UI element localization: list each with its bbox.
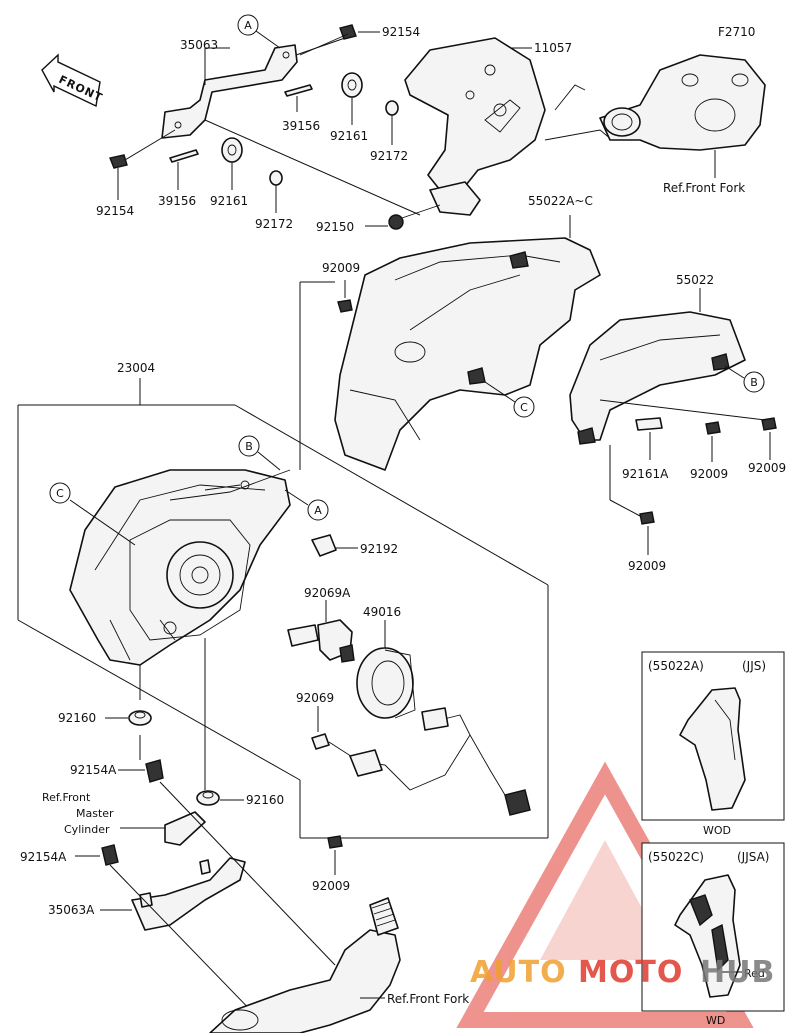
- label-35063: 35063: [180, 38, 218, 52]
- label-92009-right: 92009: [748, 461, 786, 475]
- callout-b-mid: B: [238, 435, 281, 471]
- ref-master-cyl-3: Cylinder: [64, 823, 110, 836]
- screw-92009-right[interactable]: [761, 417, 777, 431]
- inset-a-color: WOD: [703, 824, 731, 837]
- bolt-92154-left[interactable]: [109, 129, 176, 169]
- label-92160-left: 92160: [58, 711, 96, 725]
- upper-cowl-55022a-c[interactable]: [334, 237, 601, 471]
- watermark-hub: HUB: [700, 955, 775, 990]
- label-92009-mid: 92009: [690, 467, 728, 481]
- front-arrow-icon: FRONT: [41, 53, 105, 108]
- master-cylinder-ref: [164, 811, 206, 846]
- label-92160-right: 92160: [246, 793, 284, 807]
- label-92069: 92069: [296, 691, 334, 705]
- label-39156-lower: 39156: [158, 194, 196, 208]
- callout-a-top: A: [237, 14, 281, 49]
- inset-c-color: WD: [706, 1014, 725, 1027]
- inset-c-market: (JJSA): [737, 850, 770, 864]
- bracket-11057[interactable]: [404, 37, 613, 216]
- ref-master-cyl-2: Master: [76, 807, 114, 820]
- grommet-92161-upper[interactable]: [341, 72, 363, 98]
- front-fork-bottom: [209, 897, 401, 1033]
- label-55022a-c: 55022A~C: [528, 194, 593, 208]
- front-fork-top-clamp: [599, 54, 766, 151]
- label-92150: 92150: [316, 220, 354, 234]
- clip-92192[interactable]: [311, 534, 337, 557]
- svg-text:C: C: [520, 401, 528, 414]
- collar-92172-lower[interactable]: [269, 170, 283, 186]
- collar-92172-upper[interactable]: [385, 100, 399, 116]
- label-92154-left: 92154: [96, 204, 134, 218]
- clip-92161a[interactable]: [635, 417, 663, 431]
- label-11057: 11057: [534, 41, 572, 55]
- label-92009-bottom: 92009: [312, 879, 350, 893]
- label-92161-upper: 92161: [330, 129, 368, 143]
- label-92172-lower: 92172: [255, 217, 293, 231]
- side-cowl-55022[interactable]: [569, 311, 746, 445]
- svg-text:B: B: [750, 376, 758, 389]
- label-39156-upper: 39156: [282, 119, 320, 133]
- callout-c-left: C: [49, 482, 136, 546]
- harness-92069[interactable]: [311, 707, 531, 816]
- svg-text:C: C: [56, 487, 64, 500]
- inset-a-code: (55022A): [648, 659, 704, 673]
- label-92009-lower: 92009: [628, 559, 666, 573]
- screw-92009-bottom[interactable]: [327, 835, 343, 849]
- inset-a-market: (JJS): [742, 659, 766, 673]
- label-92154a-upper: 92154A: [70, 763, 117, 777]
- label-92172-upper: 92172: [370, 149, 408, 163]
- grommet-92161-lower[interactable]: [221, 137, 243, 163]
- label-55022: 55022: [676, 273, 714, 287]
- callout-b-cowl: B: [724, 365, 765, 393]
- bolt-92154-top[interactable]: [299, 24, 357, 56]
- grommet-92160-left[interactable]: [128, 710, 152, 726]
- label-23004: 23004: [117, 361, 155, 375]
- pad-39156-upper[interactable]: [284, 84, 313, 97]
- ref-master-cyl-1: Ref.Front: [42, 791, 91, 804]
- label-92154-top: 92154: [382, 25, 420, 39]
- svg-text:B: B: [245, 440, 253, 453]
- label-92069a: 92069A: [304, 586, 351, 600]
- screw-92009-mid[interactable]: [705, 421, 721, 435]
- label-92009-top: 92009: [322, 261, 360, 275]
- ref-front-fork-bottom: Ref.Front Fork: [387, 992, 469, 1006]
- svg-text:A: A: [244, 19, 252, 32]
- inset-55022c-box: (55022C) (JJSA) Red WD: [641, 842, 785, 1027]
- ref-front-fork-top: Ref.Front Fork: [663, 181, 745, 195]
- nut-92150[interactable]: [388, 204, 441, 230]
- bolt-92154a-upper[interactable]: [145, 759, 164, 783]
- screw-92009-lower[interactable]: [639, 511, 655, 525]
- label-92161-lower: 92161: [210, 194, 248, 208]
- label-92161a: 92161A: [622, 467, 669, 481]
- label-92192: 92192: [360, 542, 398, 556]
- watermark-text: AUTO MOTO HUB: [470, 955, 775, 990]
- label-92154a-lower: 92154A: [20, 850, 67, 864]
- screw-92009-top[interactable]: [337, 299, 353, 313]
- inset-c-color-note: Red: [744, 967, 765, 980]
- label-49016: 49016: [363, 605, 401, 619]
- stay-35063a[interactable]: [131, 857, 246, 931]
- inset-55022a-box: (55022A) (JJS) WOD: [641, 651, 785, 837]
- svg-text:A: A: [314, 504, 322, 517]
- watermark-moto: MOTO: [578, 955, 683, 990]
- figure-code: F2710: [718, 25, 755, 39]
- watermark-auto: AUTO: [470, 955, 567, 990]
- label-35063a: 35063A: [48, 903, 95, 917]
- cowl-55022c-piece: [674, 874, 741, 998]
- callout-a-mid: A: [284, 489, 329, 521]
- dust-cover-49016[interactable]: [356, 647, 416, 719]
- headlight-housing-23004[interactable]: [69, 469, 291, 666]
- pad-39156-lower[interactable]: [169, 149, 199, 163]
- bulb-92069a[interactable]: [287, 619, 355, 663]
- bolt-92154a-lower[interactable]: [101, 844, 119, 866]
- stay-35063[interactable]: [161, 44, 298, 139]
- grommet-92160-right[interactable]: [196, 790, 220, 806]
- callout-c-cowl: C: [484, 381, 535, 418]
- inset-c-code: (55022C): [648, 850, 704, 864]
